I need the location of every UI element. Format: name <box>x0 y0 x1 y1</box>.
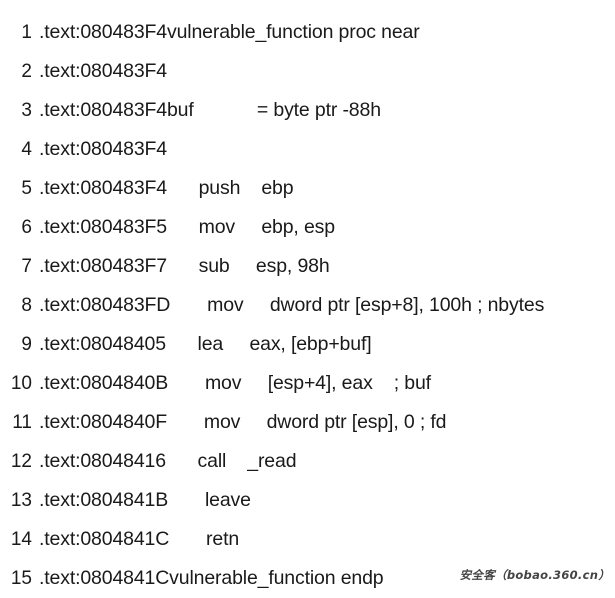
line-number: 10 <box>10 373 32 394</box>
line-number: 1 <box>21 22 32 43</box>
line-number: 7 <box>21 256 32 277</box>
line-number: 15 <box>10 568 32 589</box>
code-line: 15 .text:0804841Cvulnerable_function endp <box>0 559 615 598</box>
code-line: 4 .text:080483F4 <box>0 130 615 169</box>
code-line: 12 .text:08048416 call _read <box>0 442 615 481</box>
line-number: 9 <box>21 334 32 355</box>
line-number: 4 <box>21 139 32 160</box>
line-text: .text:0804840B mov [esp+4], eax ; buf <box>39 372 431 394</box>
code-line: 6 .text:080483F5 mov ebp, esp <box>0 208 615 247</box>
line-text: .text:0804841C retn <box>39 528 240 550</box>
line-number: 2 <box>21 61 32 82</box>
code-line: 14 .text:0804841C retn <box>0 520 615 559</box>
line-text: .text:080483F5 mov ebp, esp <box>39 216 335 238</box>
line-number: 5 <box>21 178 32 199</box>
line-text: .text:080483F7 sub esp, 98h <box>39 255 330 277</box>
code-line: 1 .text:080483F4vulnerable_function proc … <box>0 13 615 52</box>
code-line: 11 .text:0804840F mov dword ptr [esp], 0 … <box>0 403 615 442</box>
line-text: .text:0804841B leave <box>39 489 251 511</box>
watermark: 安全客（bobao.360.cn） <box>459 568 610 582</box>
code-line: 3 .text:080483F4buf = byte ptr -88h <box>0 91 615 130</box>
line-number: 8 <box>21 295 32 316</box>
line-text: .text:080483F4vulnerable_function proc n… <box>39 21 420 43</box>
line-text: .text:0804841Cvulnerable_function endp <box>39 567 384 589</box>
code-line: 7 .text:080483F7 sub esp, 98h <box>0 247 615 286</box>
line-number: 14 <box>10 529 32 550</box>
code-line: 8 .text:080483FD mov dword ptr [esp+8], 1… <box>0 286 615 325</box>
line-number: 13 <box>10 490 32 511</box>
line-text: .text:08048405 lea eax, [ebp+buf] <box>39 333 372 355</box>
line-text: .text:08048416 call _read <box>39 450 297 472</box>
line-text: .text:0804840F mov dword ptr [esp], 0 ; … <box>39 411 447 433</box>
code-line: 10 .text:0804840B mov [esp+4], eax ; buf <box>0 364 615 403</box>
line-number: 12 <box>10 451 32 472</box>
code-line: 5 .text:080483F4 push ebp <box>0 169 615 208</box>
line-number: 3 <box>21 100 32 121</box>
line-number: 6 <box>21 217 32 238</box>
line-text: .text:080483F4 <box>39 138 167 160</box>
code-line: 9 .text:08048405 lea eax, [ebp+buf] <box>0 325 615 364</box>
line-text: .text:080483FD mov dword ptr [esp+8], 10… <box>39 294 545 316</box>
line-text: .text:080483F4buf = byte ptr -88h <box>39 99 381 121</box>
line-text: .text:080483F4 <box>39 60 167 82</box>
line-text: .text:080483F4 push ebp <box>39 177 294 199</box>
code-line: 2 .text:080483F4 <box>0 52 615 91</box>
code-line: 13 .text:0804841B leave <box>0 481 615 520</box>
line-number: 11 <box>12 412 32 433</box>
